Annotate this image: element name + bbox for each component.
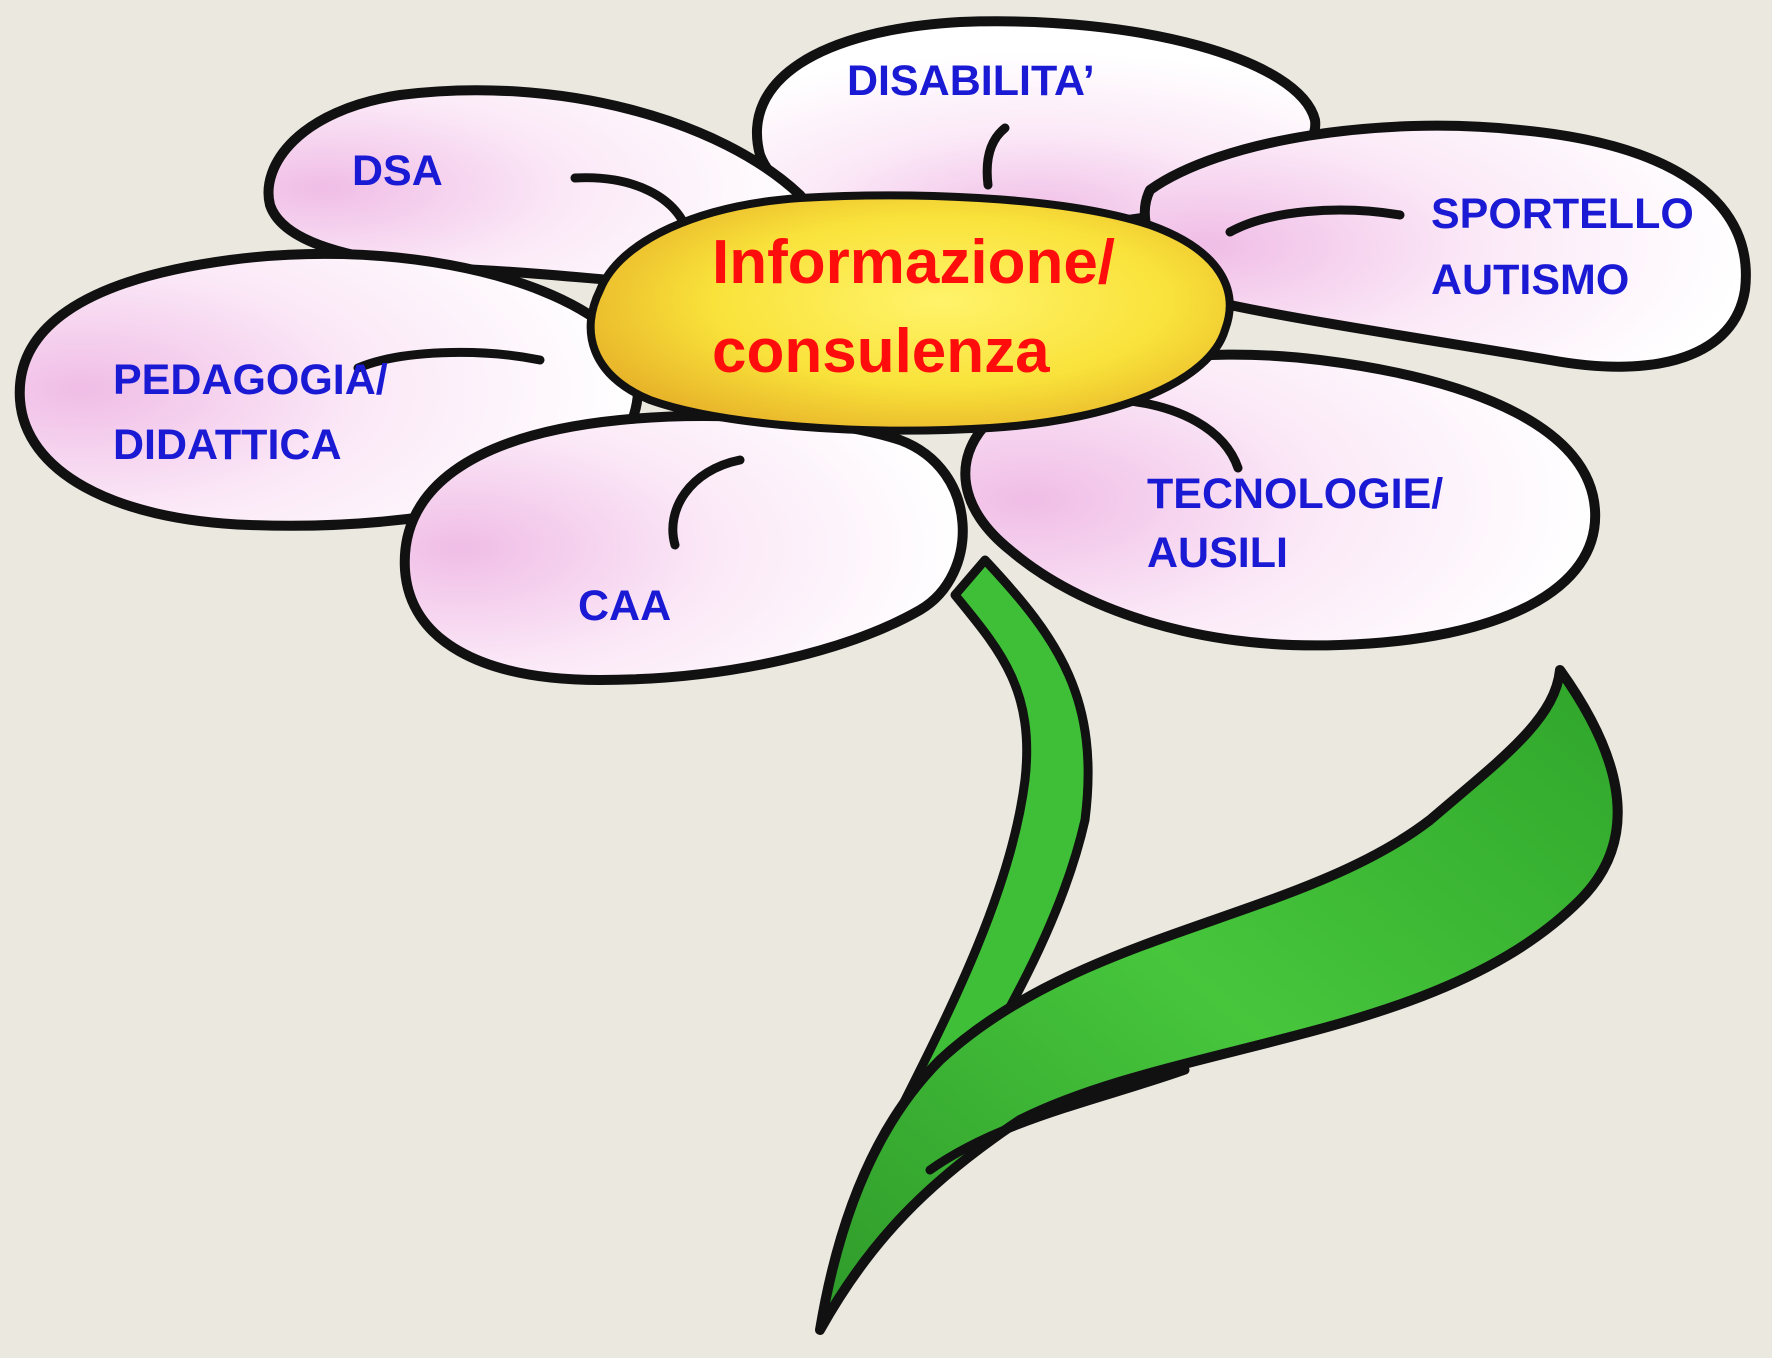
petal-label-disabilita: DISABILITA’ <box>847 57 1095 105</box>
petal-sportello <box>1139 120 1751 372</box>
petal-caa <box>399 411 968 685</box>
petal-label-sportello-line1: SPORTELLO <box>1431 190 1694 238</box>
center-label-line2: consulenza <box>712 317 1050 386</box>
petal-label-caa: CAA <box>578 582 671 630</box>
petal-label-tecnologie-line1: TECNOLOGIE/ <box>1147 470 1443 518</box>
petal-label-pedagogia-line2: DIDATTICA <box>113 421 342 469</box>
petal-label-dsa: DSA <box>352 147 443 195</box>
petal-label-pedagogia-line1: PEDAGOGIA/ <box>113 356 388 404</box>
leaf <box>815 665 1623 1335</box>
flower-center <box>586 191 1234 435</box>
petal-tecnologie <box>960 349 1601 651</box>
petal-label-sportello-line2: AUTISMO <box>1431 256 1629 304</box>
petal-label-tecnologie-line2: AUSILI <box>1147 529 1288 577</box>
center-label-line1: Informazione/ <box>712 228 1115 297</box>
